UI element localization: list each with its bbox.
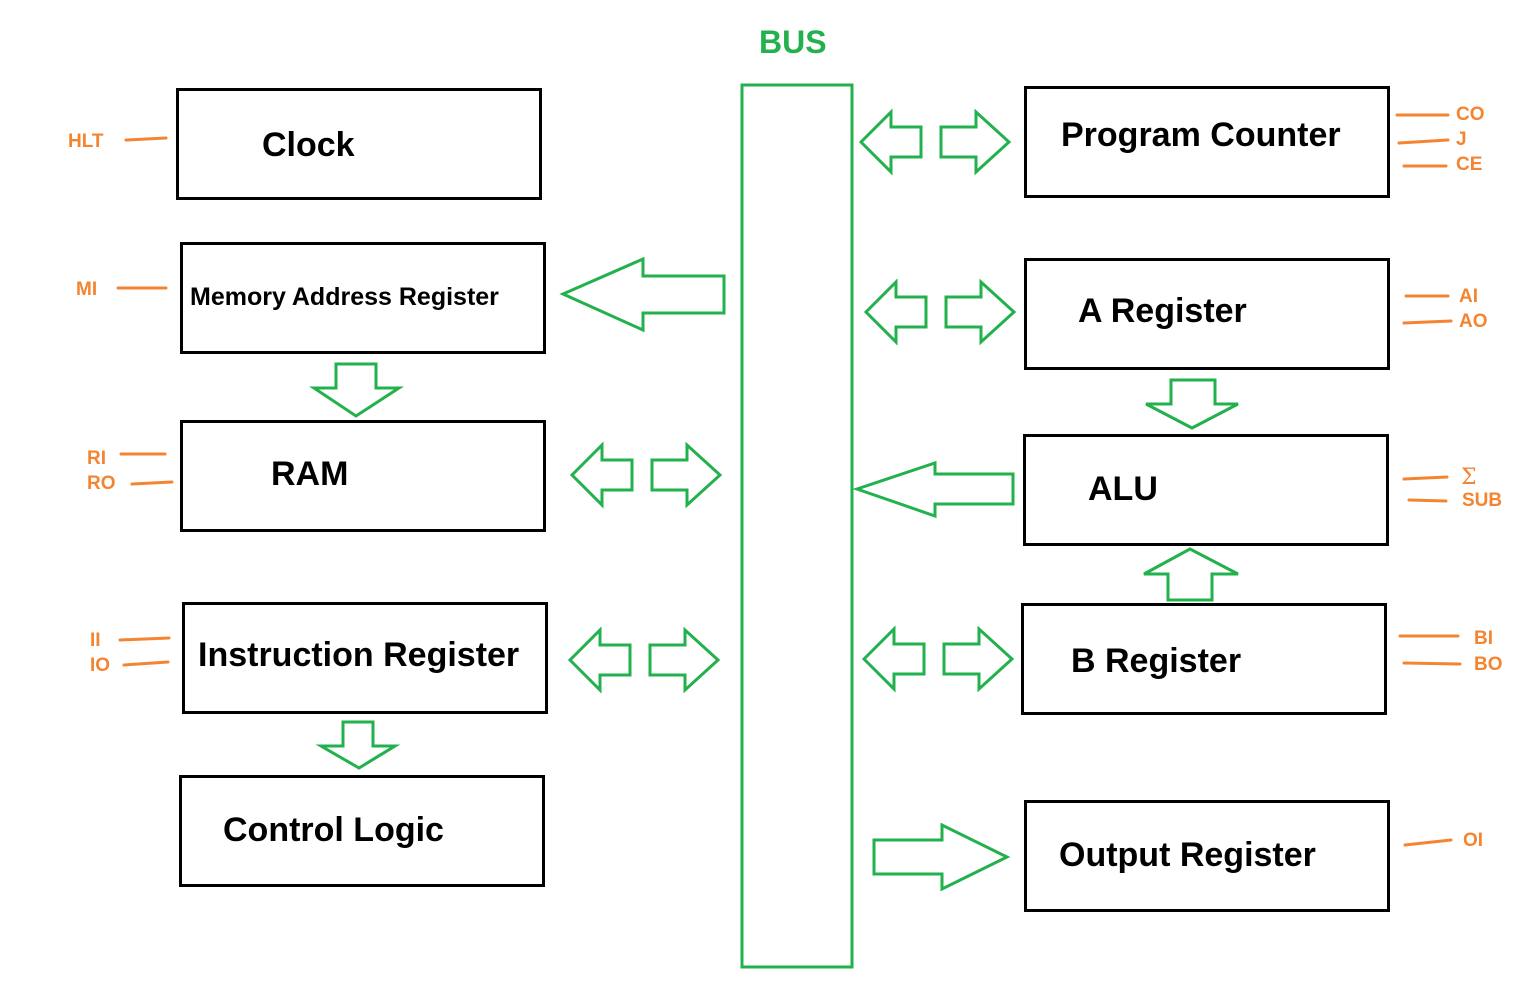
pc-label: Program Counter: [1061, 116, 1341, 154]
breg-arrow-right: [942, 625, 1015, 693]
bus-title: BUS: [759, 24, 827, 60]
hlt-line: [124, 136, 168, 142]
j-line: [1397, 138, 1450, 145]
ro-line: [130, 480, 174, 486]
out-input-arrow: [872, 822, 1011, 892]
areg-label: A Register: [1078, 292, 1247, 330]
out-label: Output Register: [1059, 836, 1316, 874]
ram-arrow-left: [569, 441, 634, 509]
pc-box: [1024, 86, 1390, 198]
ir-arrow-right: [648, 626, 721, 694]
ram-box: [180, 420, 546, 532]
areg-arrow-right: [944, 278, 1017, 346]
bo-line: [1402, 661, 1462, 666]
signal-ro: RO: [87, 473, 116, 494]
ram-arrow-right: [650, 441, 723, 509]
out-box: [1024, 800, 1390, 912]
mar-box: [180, 242, 546, 354]
signal-oi: OI: [1463, 830, 1484, 851]
signal-sub: SUB: [1462, 490, 1503, 511]
signal-co: CO: [1456, 104, 1485, 125]
pc-arrow-left: [858, 108, 923, 176]
signal-mi: MI: [76, 279, 98, 300]
ram-label: RAM: [271, 455, 349, 493]
ir-box: [182, 602, 548, 714]
signal-ce: CE: [1456, 154, 1483, 175]
signal-io: IO: [90, 655, 111, 676]
ir-to-control-arrow: [315, 720, 401, 770]
signal-bi: BI: [1474, 628, 1493, 649]
ao-line: [1402, 319, 1453, 325]
signal-ao: AO: [1459, 311, 1488, 332]
pc-arrow-right: [939, 108, 1012, 176]
mar-to-ram-arrow: [309, 362, 405, 418]
sub-line: [1407, 498, 1448, 503]
breg-box: [1021, 603, 1387, 715]
alu-box: [1023, 434, 1389, 546]
areg-arrow-left: [863, 278, 928, 346]
signal-bo: BO: [1474, 654, 1503, 675]
oi-line: [1403, 838, 1453, 847]
ir-arrow-left: [567, 626, 632, 694]
ii-line: [118, 636, 171, 642]
alu-label: ALU: [1088, 470, 1158, 508]
control-label: Control Logic: [223, 811, 444, 849]
signal-ii: II: [90, 630, 101, 651]
mar-label: Memory Address Register: [190, 283, 499, 311]
breg-label: B Register: [1071, 642, 1242, 680]
areg-to-alu-arrow: [1145, 378, 1239, 430]
control-box: [179, 775, 545, 887]
areg-box: [1024, 258, 1390, 370]
clock-box: [176, 88, 542, 200]
breg-arrow-left: [861, 625, 926, 693]
signal-j: J: [1456, 129, 1467, 150]
io-line: [122, 660, 170, 667]
signal-ri: RI: [87, 448, 106, 469]
signal-hlt: HLT: [68, 131, 104, 152]
clock-label: Clock: [262, 126, 355, 164]
signal-sum: Σ: [1461, 465, 1477, 490]
alu-output-arrow: [852, 460, 1015, 519]
sum-line: [1402, 475, 1449, 481]
ir-label: Instruction Register: [198, 636, 520, 674]
bus-bar: [740, 83, 854, 969]
signal-ai: AI: [1459, 286, 1478, 307]
breg-to-alu-arrow: [1143, 547, 1239, 602]
mar-input-arrow: [559, 256, 726, 333]
